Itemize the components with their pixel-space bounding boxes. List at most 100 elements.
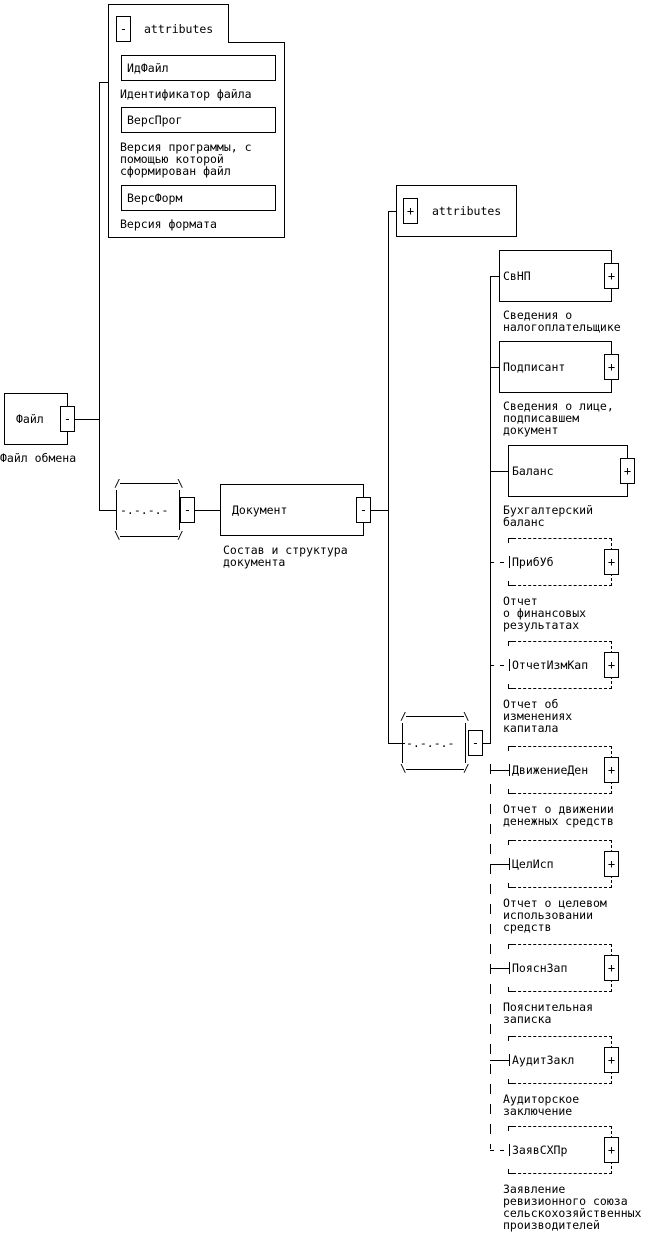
connector bbox=[490, 968, 510, 969]
child-expand-toggle[interactable]: + bbox=[604, 955, 619, 981]
sequence-symbol: -.-.-.- bbox=[120, 503, 169, 517]
document-element-description: Состав и структура документа bbox=[223, 543, 348, 569]
attribute-versprog-description: Версия программы, с помощью которой сфор… bbox=[120, 140, 252, 178]
seq-corner: / bbox=[114, 477, 121, 490]
connector bbox=[490, 864, 510, 865]
seq-corner: / bbox=[177, 529, 184, 542]
child-element-box[interactable] bbox=[499, 250, 612, 302]
connector bbox=[490, 770, 510, 771]
child-expand-toggle[interactable]: + bbox=[620, 458, 635, 484]
child-element-description: Пояснительная записка bbox=[503, 1000, 594, 1026]
seq-bottom bbox=[120, 536, 178, 537]
connector bbox=[490, 1060, 510, 1061]
seq-top bbox=[406, 716, 464, 717]
child-element-description: Отчет о целевом использовании средств bbox=[503, 896, 607, 934]
sequence-compositor-2[interactable]: / \ -.-.-.- \ / bbox=[398, 711, 488, 775]
seq-top bbox=[120, 483, 178, 484]
child-element-name: АудитЗакл bbox=[512, 1053, 575, 1067]
panel-edge bbox=[228, 42, 285, 43]
child-element-name: ПояснЗап bbox=[512, 961, 568, 975]
child-element-description: Отчет о движении денежных средств bbox=[503, 802, 614, 828]
optional-corner bbox=[508, 789, 513, 794]
child-expand-toggle[interactable]: + bbox=[604, 354, 619, 380]
seq-left bbox=[116, 490, 117, 530]
connector bbox=[388, 743, 405, 744]
optional-corner bbox=[508, 1126, 513, 1131]
connector bbox=[490, 367, 499, 368]
seq-corner: \ bbox=[177, 477, 184, 490]
root-attributes-toggle[interactable]: - bbox=[116, 16, 131, 42]
optional-tick bbox=[509, 1054, 510, 1066]
sequence-2-toggle[interactable]: - bbox=[468, 730, 483, 756]
optional-corner bbox=[508, 1036, 513, 1041]
seq-corner: / bbox=[400, 710, 407, 723]
seq-corner: \ bbox=[114, 529, 121, 542]
attribute-idfile[interactable]: ИдФайл bbox=[121, 55, 276, 81]
connector bbox=[195, 510, 220, 511]
child-expand-toggle[interactable]: + bbox=[604, 1137, 619, 1163]
optional-corner bbox=[508, 944, 513, 949]
attribute-versform[interactable]: ВерсФорм bbox=[121, 185, 276, 211]
connector bbox=[388, 211, 396, 212]
document-element-box[interactable] bbox=[220, 484, 364, 536]
children-trunk bbox=[490, 276, 491, 744]
child-expand-toggle[interactable]: + bbox=[604, 851, 619, 877]
child-element-name: ЗаявСХПр bbox=[512, 1143, 568, 1157]
root-collapse-toggle[interactable]: - bbox=[60, 406, 75, 432]
child-expand-toggle[interactable]: + bbox=[604, 757, 619, 783]
seq-corner: \ bbox=[463, 710, 470, 723]
document-element-name: Документ bbox=[232, 503, 288, 517]
child-expand-toggle[interactable]: + bbox=[604, 549, 619, 575]
attribute-idfile-description: Идентификатор файла bbox=[120, 87, 252, 101]
child-element-name: Баланс bbox=[512, 464, 554, 478]
children-trunk-optional bbox=[490, 764, 491, 1149]
child-element-name: Подписант bbox=[503, 360, 566, 374]
sequence-compositor-1[interactable]: / \ -.-.-.- \ / bbox=[112, 478, 202, 542]
document-attributes-header: attributes bbox=[432, 204, 502, 218]
optional-corner bbox=[508, 684, 513, 689]
seq-corner: / bbox=[463, 762, 470, 775]
optional-tick bbox=[509, 858, 510, 870]
optional-corner bbox=[508, 746, 513, 751]
connector bbox=[490, 562, 510, 563]
attribute-versprog[interactable]: ВерсПрог bbox=[121, 107, 276, 133]
document-collapse-toggle[interactable]: - bbox=[356, 497, 371, 523]
child-expand-toggle[interactable]: + bbox=[604, 652, 619, 678]
child-element-description: Аудиторское заключение bbox=[503, 1092, 580, 1118]
child-element-name: ПрибУб bbox=[512, 555, 554, 569]
child-element-box[interactable] bbox=[499, 341, 612, 393]
child-element-description: Заявление ревизионного союза сельскохозя… bbox=[503, 1182, 642, 1232]
connector bbox=[99, 82, 108, 83]
optional-tick bbox=[509, 764, 510, 776]
child-expand-toggle[interactable]: + bbox=[604, 1047, 619, 1073]
optional-corner bbox=[508, 987, 513, 992]
root-element-box[interactable] bbox=[4, 393, 68, 445]
connector bbox=[490, 471, 508, 472]
optional-corner bbox=[508, 538, 513, 543]
connector bbox=[490, 276, 499, 277]
child-expand-toggle[interactable]: + bbox=[604, 263, 619, 289]
document-attributes-toggle[interactable]: + bbox=[403, 198, 418, 224]
root-attributes-header: attributes bbox=[144, 22, 214, 36]
seq-bottom bbox=[406, 769, 464, 770]
connector bbox=[99, 82, 100, 511]
child-element-description: Отчет об изменениях капитала bbox=[503, 697, 573, 735]
connector bbox=[483, 743, 490, 744]
optional-corner bbox=[508, 883, 513, 888]
seq-right bbox=[179, 490, 180, 530]
seq-corner: \ bbox=[400, 762, 407, 775]
optional-corner bbox=[508, 840, 513, 845]
root-element-description: Файл обмена bbox=[0, 451, 77, 465]
attribute-versform-description: Версия формата bbox=[120, 217, 217, 231]
optional-tick bbox=[509, 659, 510, 671]
child-element-description: Отчет о финансовых результатах bbox=[503, 594, 587, 632]
child-element-name: СвНП bbox=[503, 269, 531, 283]
connector bbox=[371, 510, 388, 511]
optional-corner bbox=[508, 1169, 513, 1174]
child-element-name: ДвижениеДен bbox=[512, 763, 589, 777]
child-element-name: ЦелИсп bbox=[512, 857, 554, 871]
sequence-1-toggle[interactable]: - bbox=[180, 497, 195, 523]
optional-tick bbox=[509, 962, 510, 974]
connector bbox=[388, 211, 389, 743]
child-element-description: Сведения о лице, подписавшем документ bbox=[503, 399, 614, 437]
